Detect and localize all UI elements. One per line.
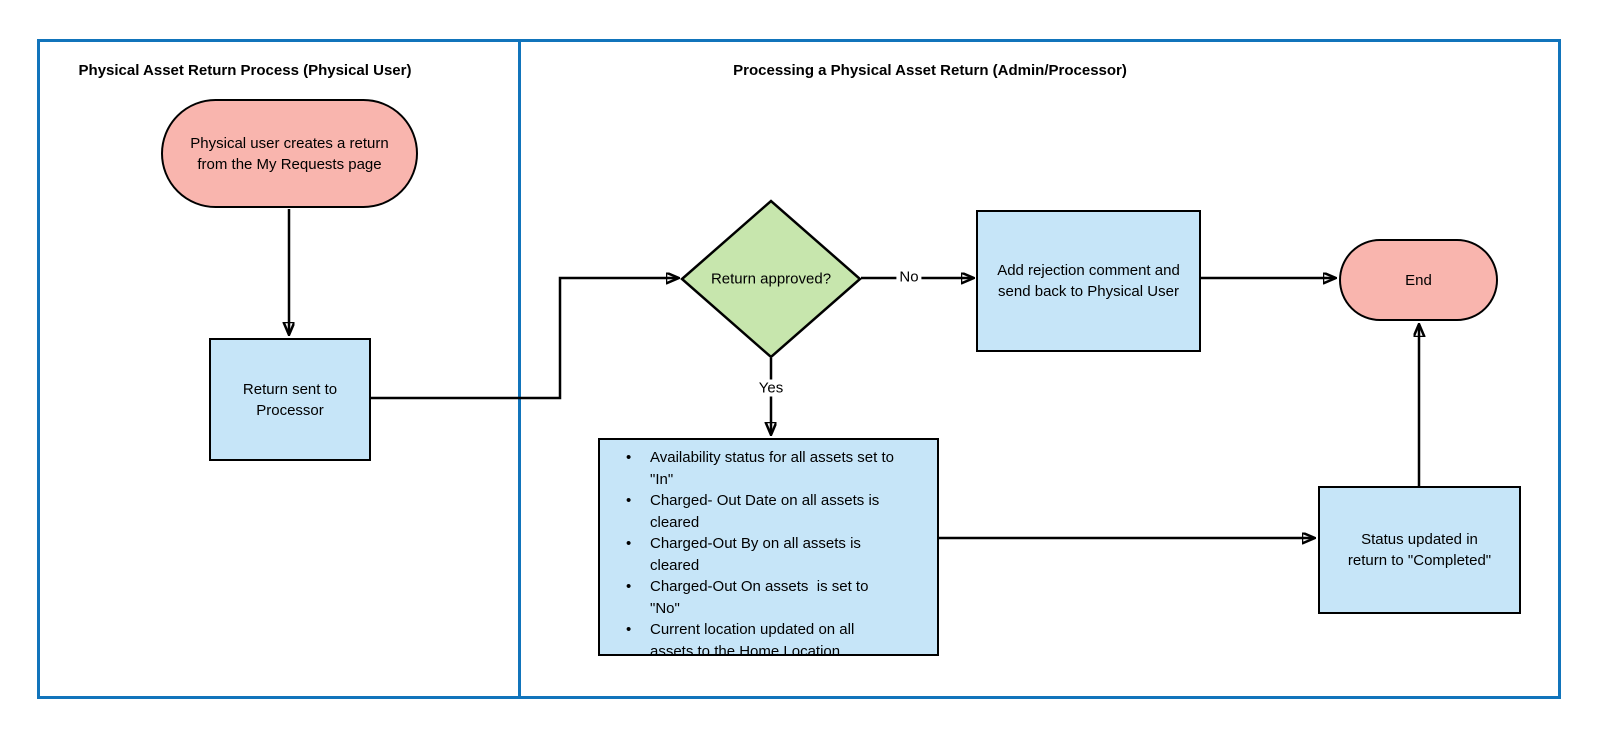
node-return-sent-to-processor: Return sent to Processor (209, 338, 371, 461)
node-decision-return-approved: Return approved? (710, 270, 832, 288)
bullet-charged-out-on: Charged-Out On assets is set to "No" (600, 576, 931, 619)
bullet-current-location: Current location updated on all assets t… (600, 619, 931, 662)
swimlane-divider (518, 39, 521, 699)
node-end-terminator: End (1339, 239, 1498, 321)
approved-actions-bullet-list: Availability status for all assets set t… (600, 447, 931, 662)
bullet-charged-out-date: Charged- Out Date on all assets is clear… (600, 490, 931, 533)
node-add-rejection-comment: Add rejection comment and send back to P… (976, 210, 1201, 352)
bullet-availability-status: Availability status for all assets set t… (600, 447, 931, 490)
lane-title-admin-processor: Processing a Physical Asset Return (Admi… (733, 62, 1127, 79)
edge-label-no: No (896, 268, 922, 286)
bullet-charged-out-by: Charged-Out By on all assets is cleared (600, 533, 931, 576)
edge-label-yes: Yes (755, 379, 787, 397)
swimlane-frame (37, 39, 1561, 699)
node-start-terminator: Physical user creates a return from the … (161, 99, 418, 208)
lane-title-physical-user: Physical Asset Return Process (Physical … (78, 62, 412, 79)
node-status-updated-completed: Status updated in return to "Completed" (1318, 486, 1521, 614)
node-approved-actions-list: Availability status for all assets set t… (598, 438, 939, 660)
